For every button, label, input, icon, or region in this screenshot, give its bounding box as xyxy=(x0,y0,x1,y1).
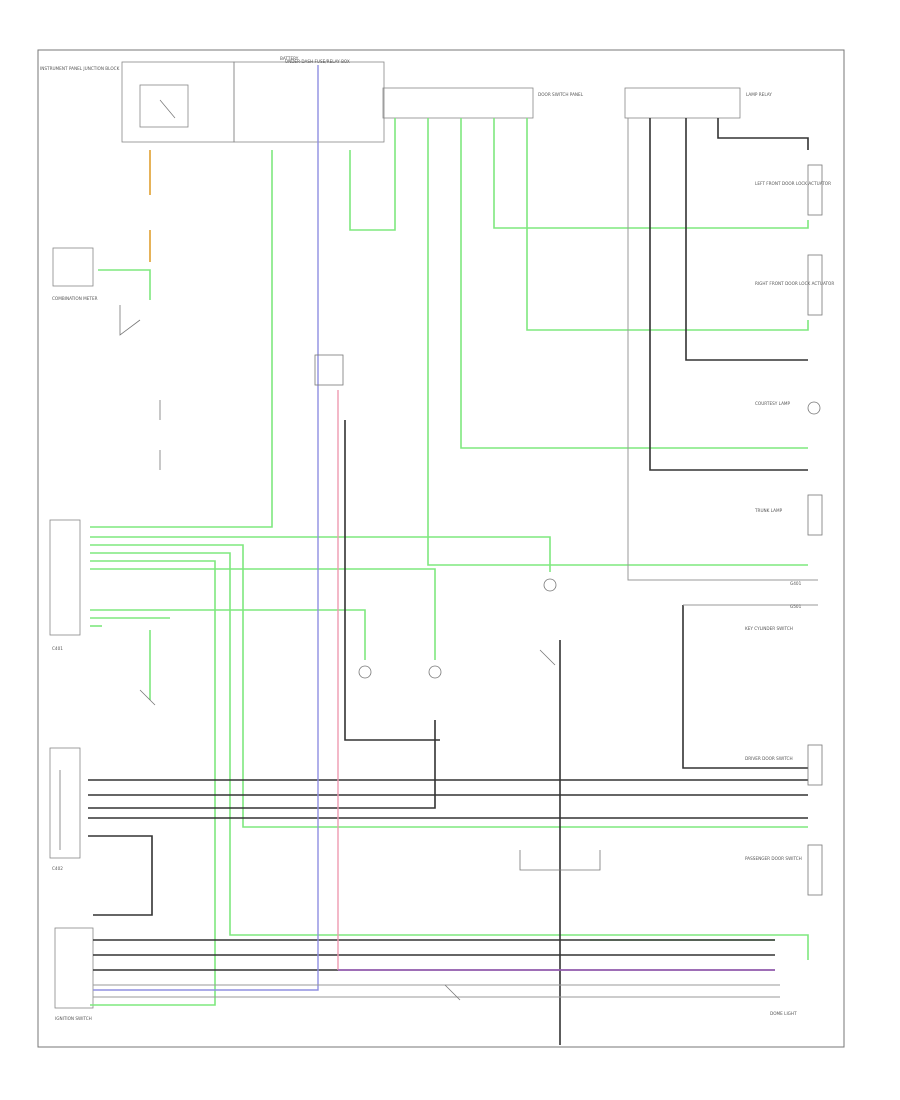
svg-text:IGNITION SWITCH: IGNITION SWITCH xyxy=(55,1016,92,1021)
dome-light-label: DOME LIGHT xyxy=(770,1011,797,1016)
power-label: BATTERY xyxy=(280,56,299,61)
lamp-relay-box: LAMP RELAY xyxy=(624,87,772,119)
bottom-left-connector: IGNITION SWITCH xyxy=(54,927,94,1021)
svg-text:C401: C401 xyxy=(52,646,63,651)
blue-wire xyxy=(93,65,319,991)
svg-text:UNDER-DASH FUSE/RELAY BOX: UNDER-DASH FUSE/RELAY BOX xyxy=(285,59,350,64)
left-connector-c401: C401 xyxy=(49,519,81,651)
svg-text:LAMP RELAY: LAMP RELAY xyxy=(746,92,772,97)
left-connector-c402: C402 xyxy=(49,747,81,871)
mid-components xyxy=(314,354,601,1001)
door-switch-panel: DOOR SWITCH PANEL xyxy=(382,87,584,119)
left-switches xyxy=(59,305,161,850)
svg-text:C402: C402 xyxy=(52,866,63,871)
left-door-lock-label: LEFT FRONT DOOR LOCK ACTUATOR xyxy=(755,181,831,186)
trunk-lamp-label: TRUNK LAMP xyxy=(754,508,783,513)
gray-wires xyxy=(93,118,818,998)
key-cylinder-label: KEY CYLINDER SWITCH xyxy=(745,626,793,631)
ground-left-label: G401 xyxy=(790,581,802,586)
right-components xyxy=(807,164,823,896)
ground-right-label: G501 xyxy=(790,604,802,609)
fuse-box: UNDER-DASH FUSE/RELAY BOX xyxy=(233,59,385,143)
black-wires xyxy=(88,118,809,1045)
driver-door-switch-label: DRIVER DOOR SWITCH xyxy=(745,756,793,761)
green-wires xyxy=(90,118,809,1006)
diagram-border xyxy=(37,49,845,1048)
right-door-lock-label: RIGHT FRONT DOOR LOCK ACTUATOR xyxy=(755,281,834,286)
courtesy-lamp-label: COURTESY LAMP xyxy=(755,401,791,406)
svg-text:DOOR SWITCH PANEL: DOOR SWITCH PANEL xyxy=(538,92,584,97)
combination-meter-box xyxy=(52,247,94,287)
passenger-door-switch-label: PASSENGER DOOR SWITCH xyxy=(745,856,802,861)
svg-text:INSTRUMENT PANEL JUNCTION BLOC: INSTRUMENT PANEL JUNCTION BLOCK xyxy=(40,66,120,71)
combination-meter-label: COMBINATION METER xyxy=(52,296,98,301)
junction-box: INSTRUMENT PANEL JUNCTION BLOCK xyxy=(40,61,235,143)
